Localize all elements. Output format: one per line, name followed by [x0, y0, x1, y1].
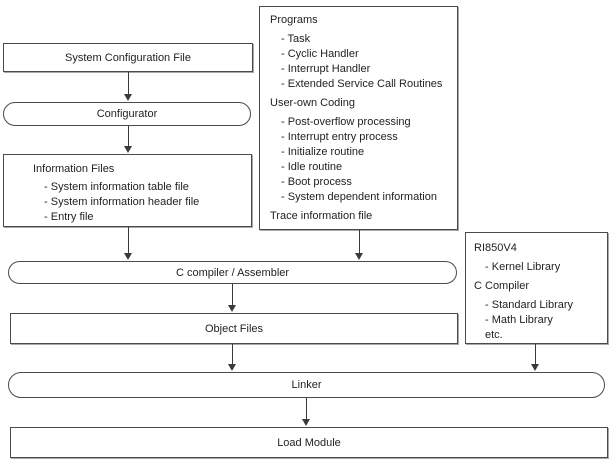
libraries-box: RI850V4 Kernel Library C Compiler Standa…	[465, 232, 608, 344]
programs-box: Programs Task Cyclic Handler Interrupt H…	[259, 6, 458, 230]
linker-box: Linker	[8, 372, 605, 398]
list-item: Interrupt Handler	[275, 62, 455, 77]
arrow-linker-to-load-module	[302, 398, 311, 426]
arrow-configurator-to-information-files	[124, 126, 133, 153]
system-configuration-file-box: System Configuration File	[3, 43, 253, 72]
c-compiler-assembler-box: C compiler / Assembler	[8, 261, 457, 284]
list-item: Interrupt entry process	[275, 130, 455, 145]
arrow-object-files-to-linker	[228, 344, 237, 371]
list-item: Initialize routine	[275, 145, 455, 160]
list-item: Kernel Library	[479, 260, 605, 275]
linker-label: Linker	[291, 379, 322, 391]
list-item: Math Library	[479, 313, 605, 328]
ri850v4-section-title: RI850V4	[474, 242, 517, 254]
arrow-information-files-to-compiler	[124, 227, 133, 260]
etc-label: etc.	[485, 329, 503, 341]
trace-information-file-label: Trace information file	[270, 210, 373, 222]
c-compiler-section-title: C Compiler	[474, 280, 530, 292]
load-module-box: Load Module	[10, 427, 608, 458]
arrow-libraries-to-linker	[531, 344, 540, 371]
list-item: Task	[275, 32, 455, 47]
list-item: Boot process	[275, 175, 455, 190]
list-item: Entry file	[38, 210, 247, 225]
information-files-title: Information Files	[33, 163, 115, 175]
c-compiler-assembler-label: C compiler / Assembler	[175, 266, 290, 279]
object-files-box: Object Files	[10, 313, 458, 344]
arrow-scf-to-configurator	[124, 72, 133, 101]
list-item: System dependent information	[275, 190, 455, 205]
user-own-coding-section-title: User-own Coding	[270, 97, 355, 109]
programs-section-title: Programs	[270, 14, 318, 26]
information-files-box: Information Files System information tab…	[3, 154, 252, 227]
arrow-programs-to-compiler	[355, 230, 364, 260]
system-configuration-file-label: System Configuration File	[65, 51, 191, 64]
configurator-label: Configurator	[96, 108, 158, 120]
list-item: System information table file	[38, 180, 247, 195]
object-files-label: Object Files	[204, 322, 264, 335]
list-item: System information header file	[38, 195, 247, 210]
list-item: Cyclic Handler	[275, 47, 455, 62]
list-item: Idle routine	[275, 160, 455, 175]
arrow-compiler-to-object-files	[228, 284, 237, 312]
list-item: Post-overflow processing	[275, 115, 455, 130]
list-item: Extended Service Call Routines	[275, 77, 455, 92]
list-item: Standard Library	[479, 298, 605, 313]
load-module-label: Load Module	[277, 436, 341, 449]
configurator-box: Configurator	[3, 102, 251, 126]
